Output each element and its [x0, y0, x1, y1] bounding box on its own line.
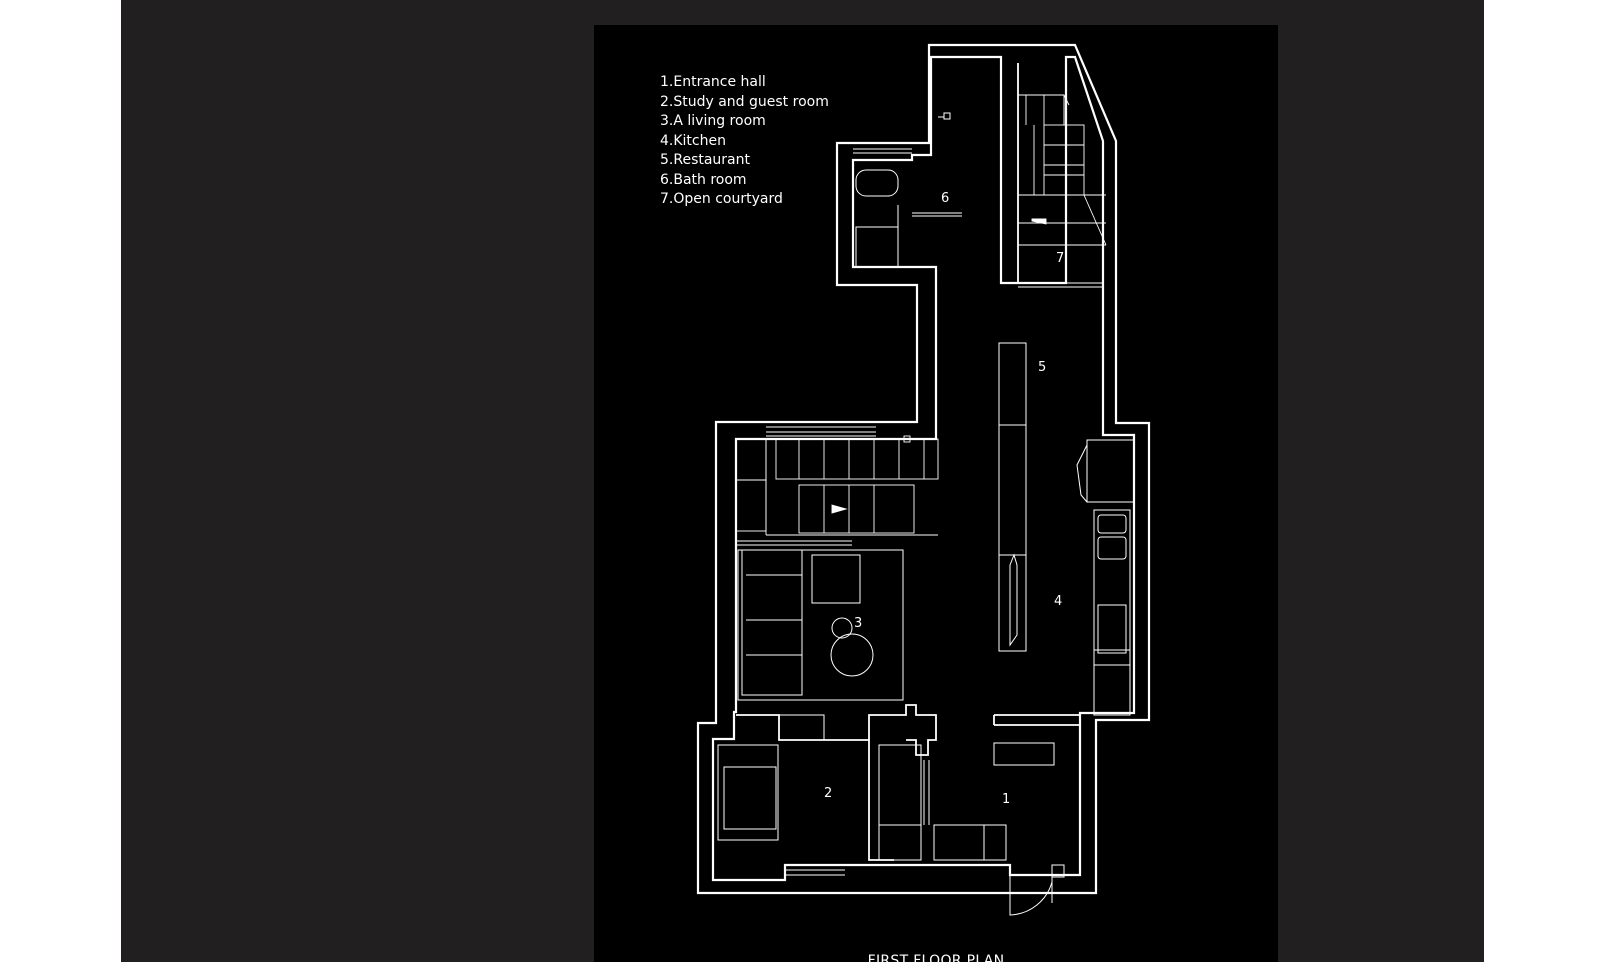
sofa	[741, 549, 803, 696]
room-label-open-courtyard: 7	[1056, 251, 1065, 266]
bath-fixtures	[855, 112, 962, 268]
kitchen-fixtures	[1076, 439, 1135, 716]
legend-item-entrance-hall: 1.Entrance hall	[660, 74, 766, 90]
study-fixtures	[717, 714, 922, 861]
rug	[737, 549, 904, 701]
legend-item-living-room: 3.A living room	[660, 113, 766, 129]
toilet	[855, 169, 899, 197]
room-label-kitchen: 4	[1054, 594, 1063, 609]
outer-wall-outline	[696, 43, 1151, 895]
inner-wall-outline	[711, 55, 1136, 882]
legend-item-restaurant: 5.Restaurant	[660, 152, 751, 168]
legend-item-study: 2.Study and guest room	[660, 93, 829, 110]
dining-counter	[998, 342, 1027, 652]
living-room-stair	[735, 435, 939, 546]
legend-item-kitchen: 4.Kitchen	[660, 132, 726, 149]
floor-plan-drawing	[696, 43, 1151, 916]
basin	[855, 226, 899, 268]
study-living-wall	[736, 704, 937, 756]
entrance-fixtures	[933, 742, 1065, 916]
armchair	[811, 554, 861, 604]
study-east-wall	[868, 740, 894, 861]
living-room-furniture	[737, 549, 904, 701]
coffee-table	[830, 633, 874, 677]
image-viewer: 1.Entrance hall 2.Study and guest room 3…	[121, 0, 1484, 969]
room-label-restaurant: 5	[1038, 360, 1047, 375]
legend-item-bath-room: 6.Bath room	[660, 171, 747, 188]
side-table	[831, 617, 853, 639]
windows	[766, 148, 1103, 876]
plan-title: FIRST FLOOR PLAN	[867, 953, 1005, 969]
room-legend: 1.Entrance hall 2.Study and guest room 3…	[660, 73, 829, 210]
room-label-bath-room: 6	[941, 191, 950, 206]
room-label-entrance-hall: 1	[1002, 792, 1011, 807]
floor-plan-sheet: 1.Entrance hall 2.Study and guest room 3…	[594, 25, 1278, 969]
courtyard-stair	[1018, 94, 1107, 246]
entry-door-swing	[1009, 875, 1053, 916]
room-label-living-room: 3	[854, 616, 863, 631]
exterior-walls	[696, 43, 1151, 895]
room-label-study: 2	[824, 786, 833, 801]
legend-item-open-courtyard: 7.Open courtyard	[660, 191, 783, 207]
